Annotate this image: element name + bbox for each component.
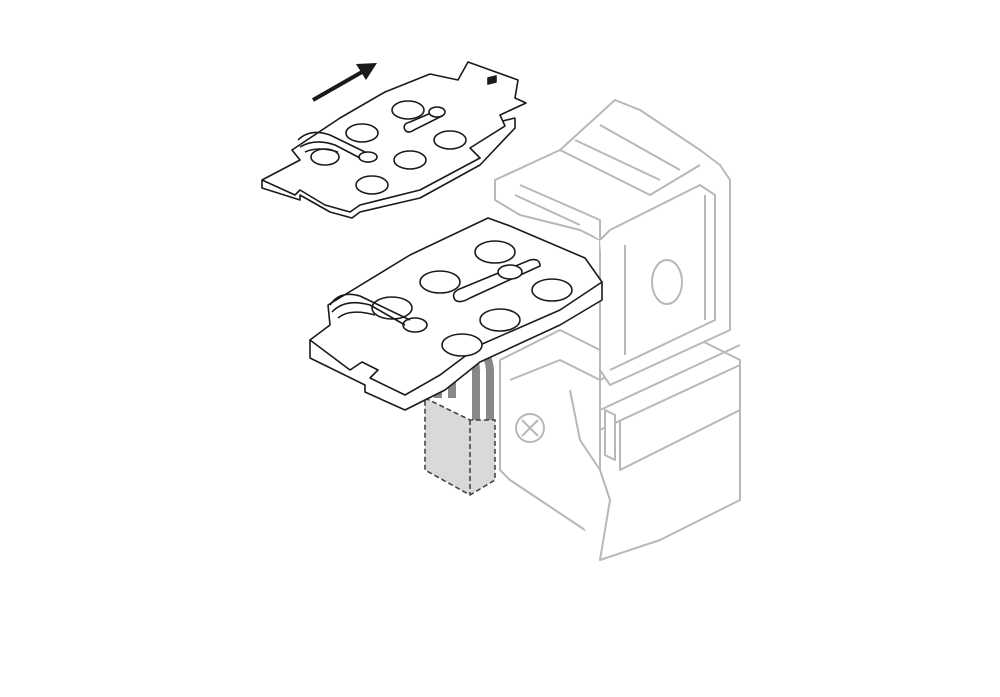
rivet [358, 151, 378, 163]
rivet [402, 317, 428, 333]
lock-plate-upper [261, 61, 527, 219]
slide-direction-arrow-icon [312, 63, 377, 102]
padlock-body [424, 396, 496, 496]
hole [371, 296, 413, 320]
screw-cross-icon [521, 419, 539, 437]
device-lower-front [509, 359, 611, 561]
hole [419, 270, 461, 294]
hole [474, 240, 516, 264]
plate-upper-mark [487, 75, 497, 85]
device-base-edge [569, 389, 601, 471]
device-handle-slot [514, 124, 701, 240]
plate-lower-holes [371, 240, 573, 357]
hole [391, 100, 425, 120]
device-ridge [599, 344, 741, 471]
lock-plate-lower [309, 217, 603, 411]
hole [479, 308, 521, 332]
device-side-slot [604, 409, 616, 461]
hole [441, 333, 483, 357]
hole [345, 123, 379, 143]
hole [393, 150, 427, 170]
hole [355, 175, 389, 195]
plate-upper-clip [297, 131, 366, 159]
plate-upper-holes [310, 100, 467, 195]
plate-upper-top [261, 61, 527, 213]
hole [531, 278, 573, 302]
device-opening [651, 259, 683, 305]
device-face-inner [624, 195, 706, 355]
rivet [428, 106, 446, 118]
rivet [497, 264, 523, 280]
hole [433, 130, 467, 150]
mounting-screw [515, 413, 545, 443]
plate-lower-clip [329, 293, 411, 326]
breaker-device [494, 99, 741, 561]
